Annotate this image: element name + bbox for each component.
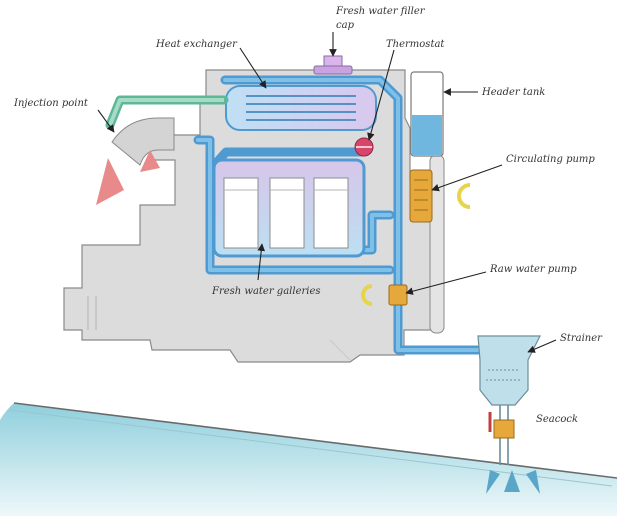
fresh-water-circuit — [193, 75, 493, 355]
labels: Fresh water filler cap Heat exchanger Th… — [13, 6, 603, 425]
label-raw-water-pump: Raw water pump — [489, 264, 577, 275]
heat-exchanger — [225, 85, 377, 131]
label-header-tank: Header tank — [481, 87, 545, 98]
flow-arrows — [96, 150, 540, 494]
leader-lines — [97, 32, 557, 353]
strainer — [477, 335, 541, 465]
label-fresh-water-galleries: Fresh water galleries — [211, 286, 321, 297]
label-strainer: Strainer — [560, 333, 603, 344]
exhaust-elbow — [111, 117, 175, 166]
fresh-water-filler-cap — [313, 55, 353, 75]
label-thermostat: Thermostat — [386, 39, 445, 50]
circulating-pump — [409, 169, 471, 223]
raw-water-pump — [361, 284, 408, 306]
raw-water-circuit — [105, 95, 229, 130]
label-heat-exchanger: Heat exchanger — [155, 39, 238, 50]
seacock — [488, 412, 515, 439]
header-tank — [410, 71, 444, 157]
label-fresh-water-filler-cap-line1: Fresh water filler — [335, 6, 426, 17]
thermostat — [354, 137, 374, 157]
sea — [0, 402, 617, 516]
label-seacock: Seacock — [536, 414, 578, 425]
cylinder-jacket — [212, 158, 366, 258]
label-fresh-water-filler-cap-line2: cap — [336, 20, 355, 31]
label-circulating-pump: Circulating pump — [506, 154, 595, 165]
label-injection-point: Injection point — [13, 98, 89, 109]
